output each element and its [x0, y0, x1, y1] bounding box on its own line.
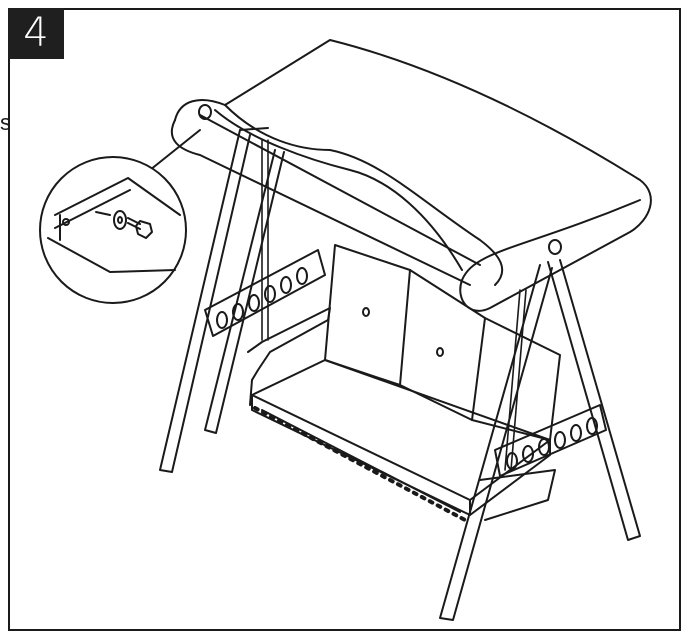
- hanging-chains: [261, 139, 527, 471]
- clipped-margin-letter: s: [0, 112, 8, 134]
- detail-callout: [39, 156, 187, 304]
- bolt-icon: [127, 217, 153, 239]
- seat-frame: [251, 359, 556, 522]
- canopy-bolt: [198, 104, 212, 120]
- right-cross-bar: [494, 404, 607, 477]
- left-cross-bar: [204, 249, 326, 337]
- washer-icon: [113, 210, 127, 230]
- left-armrest: [247, 307, 331, 406]
- seat-back: [324, 244, 561, 441]
- callout-leader-line: [149, 129, 201, 171]
- right-a-frame: [439, 259, 641, 621]
- cushion-button: [436, 347, 444, 357]
- step-number-badge: 4: [8, 8, 64, 59]
- cushion-button: [362, 307, 370, 317]
- instruction-frame: [8, 8, 681, 631]
- canopy: [170, 39, 652, 312]
- canopy-bolt: [548, 239, 562, 255]
